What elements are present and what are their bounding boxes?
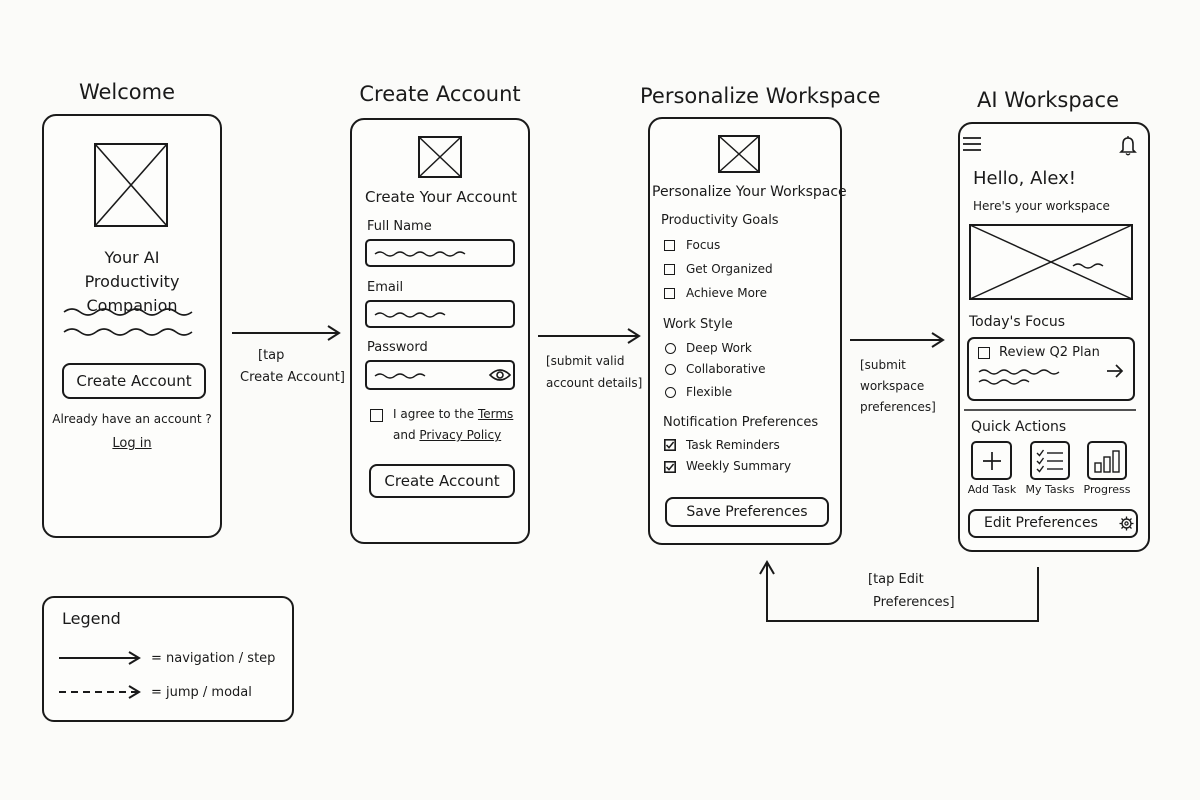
arrow-right-icon[interactable]	[1106, 364, 1124, 378]
gear-icon	[1119, 516, 1134, 531]
create-account-submit-button[interactable]: Create Account	[369, 464, 515, 498]
terms-link[interactable]: Terms	[477, 407, 514, 421]
bell-icon[interactable]	[1119, 136, 1137, 156]
goal-label-get-organized: Get Organized	[686, 262, 773, 276]
personalize-heading: Personalize Your Workspace	[652, 184, 847, 200]
eye-icon[interactable]	[488, 367, 512, 383]
agree-prefix: I agree to the	[393, 407, 475, 421]
welcome-create-account-button[interactable]: Create Account	[62, 363, 206, 399]
personalize-image-placeholder	[718, 135, 760, 173]
transition-label-line: [submit	[860, 358, 906, 372]
progress-label: Progress	[1083, 483, 1131, 496]
transition-label-tap-create-account: [tap Create Account]	[240, 345, 345, 389]
focus-task-label: Review Q2 Plan	[999, 345, 1100, 360]
style-radio-flexible[interactable]	[665, 387, 676, 398]
transition-label-submit-workspace: [submit workspace preferences]	[860, 355, 936, 418]
style-radio-collaborative[interactable]	[665, 364, 676, 375]
password-field[interactable]	[365, 360, 515, 390]
transition-label-line: Preferences]	[873, 595, 955, 610]
work-style-label: Work Style	[663, 317, 733, 332]
save-preferences-button[interactable]: Save Preferences	[665, 497, 829, 527]
progress-button[interactable]	[1087, 441, 1127, 480]
edit-preferences-label: Edit Preferences	[984, 515, 1098, 531]
arrow-personalize-to-workspace	[850, 332, 945, 348]
my-tasks-button[interactable]	[1030, 441, 1070, 480]
full-name-label: Full Name	[367, 219, 432, 234]
style-label-deep-work: Deep Work	[686, 341, 752, 355]
agree-text: I agree to the Terms	[393, 407, 513, 421]
productivity-goals-label: Productivity Goals	[661, 213, 779, 228]
welcome-title: Welcome	[78, 80, 176, 104]
arrow-create-account-to-personalize	[538, 328, 641, 344]
privacy-text: and Privacy Policy	[393, 428, 501, 442]
notif-checkbox-task-reminders[interactable]	[664, 439, 676, 451]
goal-label-focus: Focus	[686, 238, 721, 252]
transition-label-line: account details]	[546, 376, 643, 390]
focus-task-scribble	[978, 369, 1060, 385]
legend-title: Legend	[62, 609, 121, 628]
notif-label-task-reminders: Task Reminders	[686, 438, 780, 452]
transition-label-tap-edit-preferences: [tap Edit Preferences]	[868, 568, 955, 614]
full-name-scribble	[374, 251, 466, 257]
existing-account-prompt: Already have an account ?	[52, 412, 212, 426]
notification-preferences-label: Notification Preferences	[663, 415, 819, 430]
goal-checkbox-get-organized[interactable]	[664, 264, 675, 275]
workspace-subtitle: Here's your workspace	[973, 199, 1110, 213]
workspace-title: AI Workspace	[976, 88, 1120, 112]
arrow-welcome-to-create-account	[232, 325, 341, 341]
edit-preferences-button[interactable]	[968, 509, 1138, 538]
style-radio-deep-work[interactable]	[665, 343, 676, 354]
password-scribble	[374, 373, 426, 379]
workspace-banner-image-placeholder	[969, 224, 1133, 300]
transition-label-line: [submit valid	[546, 354, 625, 368]
quick-actions-label: Quick Actions	[971, 419, 1067, 435]
arrow-workspace-to-personalize	[759, 560, 1039, 622]
password-label: Password	[367, 340, 428, 355]
checklist-icon	[1036, 449, 1063, 473]
bar-chart-icon	[1094, 450, 1120, 473]
notif-checkbox-weekly-summary[interactable]	[664, 461, 676, 473]
focus-task-card[interactable]	[967, 337, 1135, 401]
legend-dashed-arrow	[59, 685, 141, 699]
transition-label-line: preferences]	[860, 400, 936, 414]
email-scribble	[374, 312, 446, 318]
hero-image-placeholder	[94, 143, 168, 227]
placeholder-text-lines	[63, 308, 193, 336]
logo-image-placeholder	[418, 136, 462, 178]
full-name-field[interactable]	[365, 239, 515, 267]
login-link[interactable]: Log in	[112, 436, 152, 451]
personalize-screen	[648, 117, 842, 545]
email-field[interactable]	[365, 300, 515, 328]
notif-label-weekly-summary: Weekly Summary	[686, 459, 792, 473]
transition-label-line: workspace	[860, 379, 925, 393]
agree-checkbox[interactable]	[370, 409, 383, 422]
transition-label-line: Create Account]	[240, 370, 345, 385]
my-tasks-label: My Tasks	[1025, 483, 1075, 496]
create-account-heading: Create Your Account	[365, 188, 517, 206]
transition-label-line: [tap	[258, 348, 285, 363]
goal-checkbox-focus[interactable]	[664, 240, 675, 251]
and-text: and	[393, 428, 416, 442]
personalize-title: Personalize Workspace	[640, 84, 881, 108]
legend-dashed-label: = jump / modal	[151, 685, 252, 700]
style-label-flexible: Flexible	[686, 385, 733, 399]
transition-label-submit-account: [submit valid account details]	[546, 350, 642, 394]
plus-icon	[983, 452, 1001, 470]
goal-label-achieve-more: Achieve More	[686, 286, 767, 300]
legend-solid-label: = navigation / step	[151, 651, 276, 666]
email-label: Email	[367, 280, 404, 295]
workspace-greeting: Hello, Alex!	[973, 168, 1077, 189]
transition-label-line: [tap Edit	[868, 572, 924, 587]
menu-icon[interactable]	[963, 137, 981, 151]
create-account-title: Create Account	[359, 82, 521, 106]
goal-checkbox-achieve-more[interactable]	[664, 288, 675, 299]
add-task-button[interactable]	[971, 441, 1012, 480]
focus-task-checkbox[interactable]	[978, 347, 990, 359]
todays-focus-label: Today's Focus	[969, 314, 1066, 330]
section-divider	[964, 409, 1136, 411]
style-label-collaborative: Collaborative	[686, 362, 766, 376]
add-task-label: Add Task	[967, 483, 1017, 496]
legend-solid-arrow	[59, 651, 141, 665]
privacy-policy-link[interactable]: Privacy Policy	[419, 428, 502, 442]
